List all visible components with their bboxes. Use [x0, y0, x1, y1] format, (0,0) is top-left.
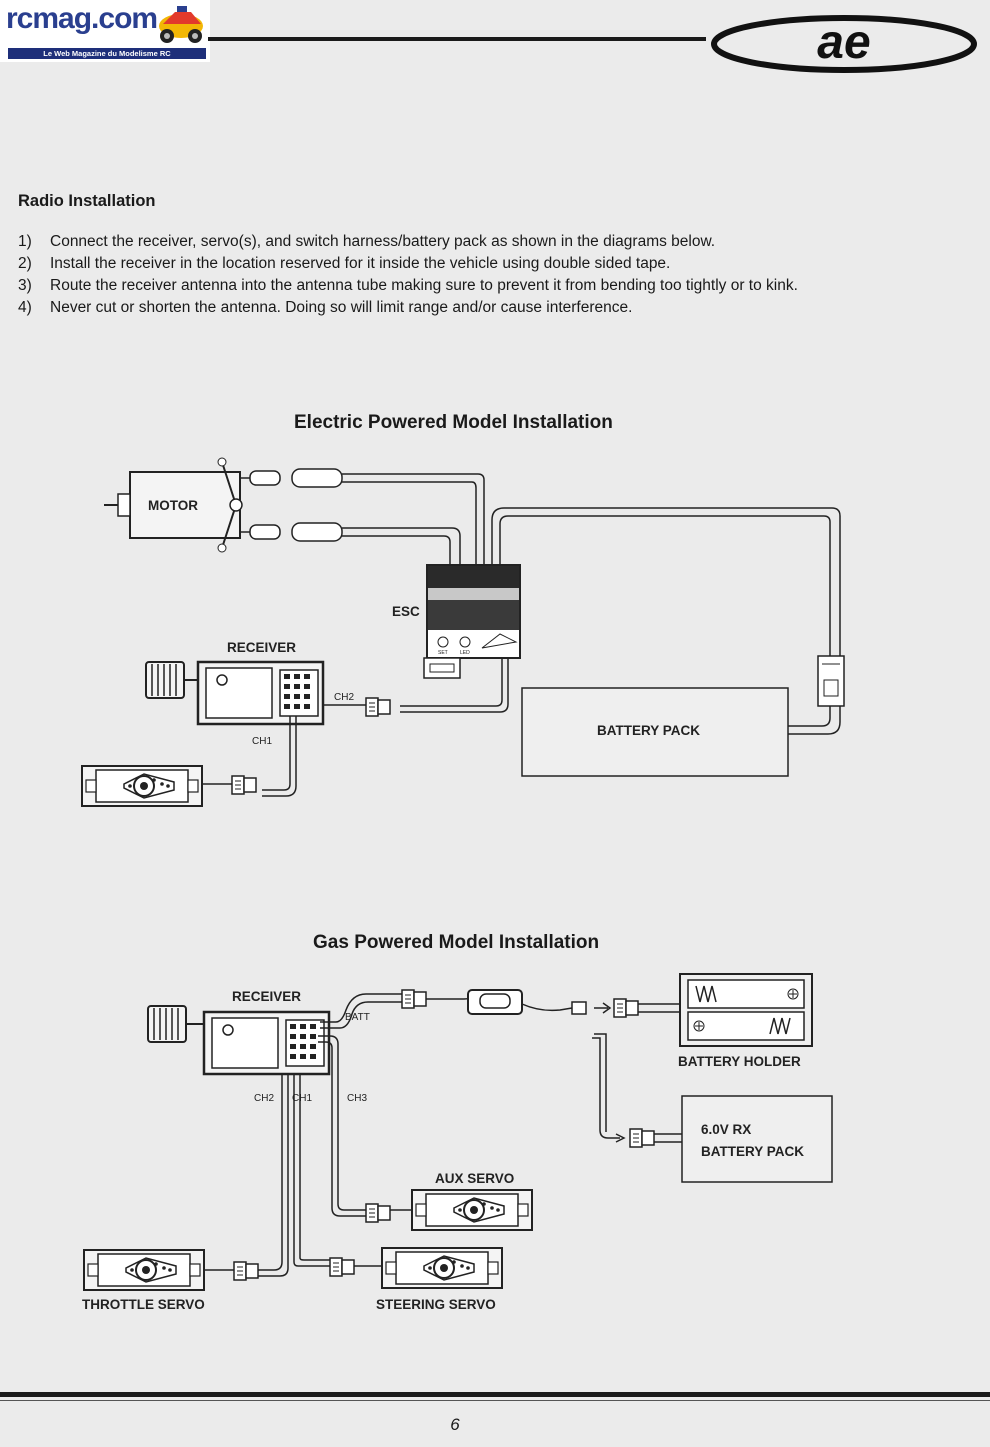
esc-set-label: SET [438, 650, 448, 656]
page-number: 6 [450, 1415, 460, 1434]
throttle-servo-label: THROTTLE SERVO [82, 1297, 205, 1312]
battery-holder-label: BATTERY HOLDER [678, 1054, 801, 1069]
aux-servo-label: AUX SERVO [435, 1171, 514, 1186]
motor-label: MOTOR [148, 498, 198, 513]
step-number: 3) [18, 277, 32, 294]
section-title: Radio Installation [18, 192, 156, 210]
esc-label: ESC [392, 604, 420, 619]
rc-car-icon [159, 6, 203, 43]
gas-diagram: RECEIVER BATT BATTERY HOLDER [82, 973, 833, 1312]
step-text: Route the receiver antenna into the ante… [50, 277, 798, 294]
arrow-right-icon [615, 1133, 626, 1143]
brand-logo-text: ae [817, 16, 870, 69]
gas-ch2-label: CH2 [254, 1093, 274, 1104]
esc: SET LED ESC [392, 564, 521, 679]
step-text: Never cut or shorten the antenna. Doing … [50, 299, 633, 316]
rx-pack-line2: BATTERY PACK [701, 1144, 804, 1159]
gas-receiver-label: RECEIVER [232, 989, 301, 1004]
gas-diagram-title: Gas Powered Model Installation [313, 932, 600, 953]
batt-label: BATT [345, 1012, 370, 1023]
site-logo: rcmag.com Le Web Magazine du Modelisme R… [0, 0, 210, 62]
arrow-right-icon [594, 1002, 612, 1014]
instruction-step: 4) Never cut or shorten the antenna. Doin… [18, 299, 632, 317]
electric-receiver: RECEIVER [145, 640, 325, 726]
gas-ch1-label: CH1 [292, 1093, 312, 1104]
gas-receiver: RECEIVER [147, 989, 331, 1076]
step-number: 4) [18, 299, 32, 316]
rx-pack-line1: 6.0V RX [701, 1122, 751, 1137]
step-text: Install the receiver in the location res… [50, 255, 671, 272]
instruction-step: 1) Connect the receiver, servo(s), and sw… [18, 233, 715, 251]
electric-receiver-label: RECEIVER [227, 640, 296, 655]
gas-ch3-label: CH3 [347, 1093, 367, 1104]
instruction-step: 2) Install the receiver in the location r… [18, 255, 670, 273]
electric-diagram-title: Electric Powered Model Installation [294, 412, 613, 433]
steering-servo [381, 1247, 503, 1289]
motor-wires [240, 468, 841, 735]
footer-rule [0, 1392, 990, 1397]
step-text: Connect the receiver, servo(s), and swit… [50, 233, 716, 250]
electric-ch1-label: CH1 [252, 736, 272, 747]
electric-servo [81, 765, 203, 807]
steering-servo-label: STEERING SERVO [376, 1297, 496, 1312]
site-tagline: Le Web Magazine du Modelisme RC [8, 48, 206, 59]
header-rule [208, 37, 706, 41]
electric-battery-pack [521, 687, 789, 777]
step-number: 1) [18, 233, 32, 250]
aux-servo [411, 1189, 533, 1231]
esc-led-label: LED [460, 650, 470, 656]
step-number: 2) [18, 255, 32, 272]
brand-logo: ae [711, 15, 977, 73]
motor: MOTOR [104, 457, 243, 553]
instruction-step: 3) Route the receiver antenna into the an… [18, 277, 798, 295]
throttle-servo [83, 1249, 205, 1291]
site-logo-text: rcmag.com [6, 2, 158, 35]
electric-diagram: MOTOR SET LED [81, 457, 845, 807]
rx-battery-pack [681, 1095, 833, 1183]
electric-ch2-label: CH2 [334, 692, 354, 703]
battery-pack-label: BATTERY PACK [597, 723, 700, 738]
battery-holder: BATTERY HOLDER [678, 973, 813, 1069]
footer-rule-thin [0, 1400, 990, 1401]
